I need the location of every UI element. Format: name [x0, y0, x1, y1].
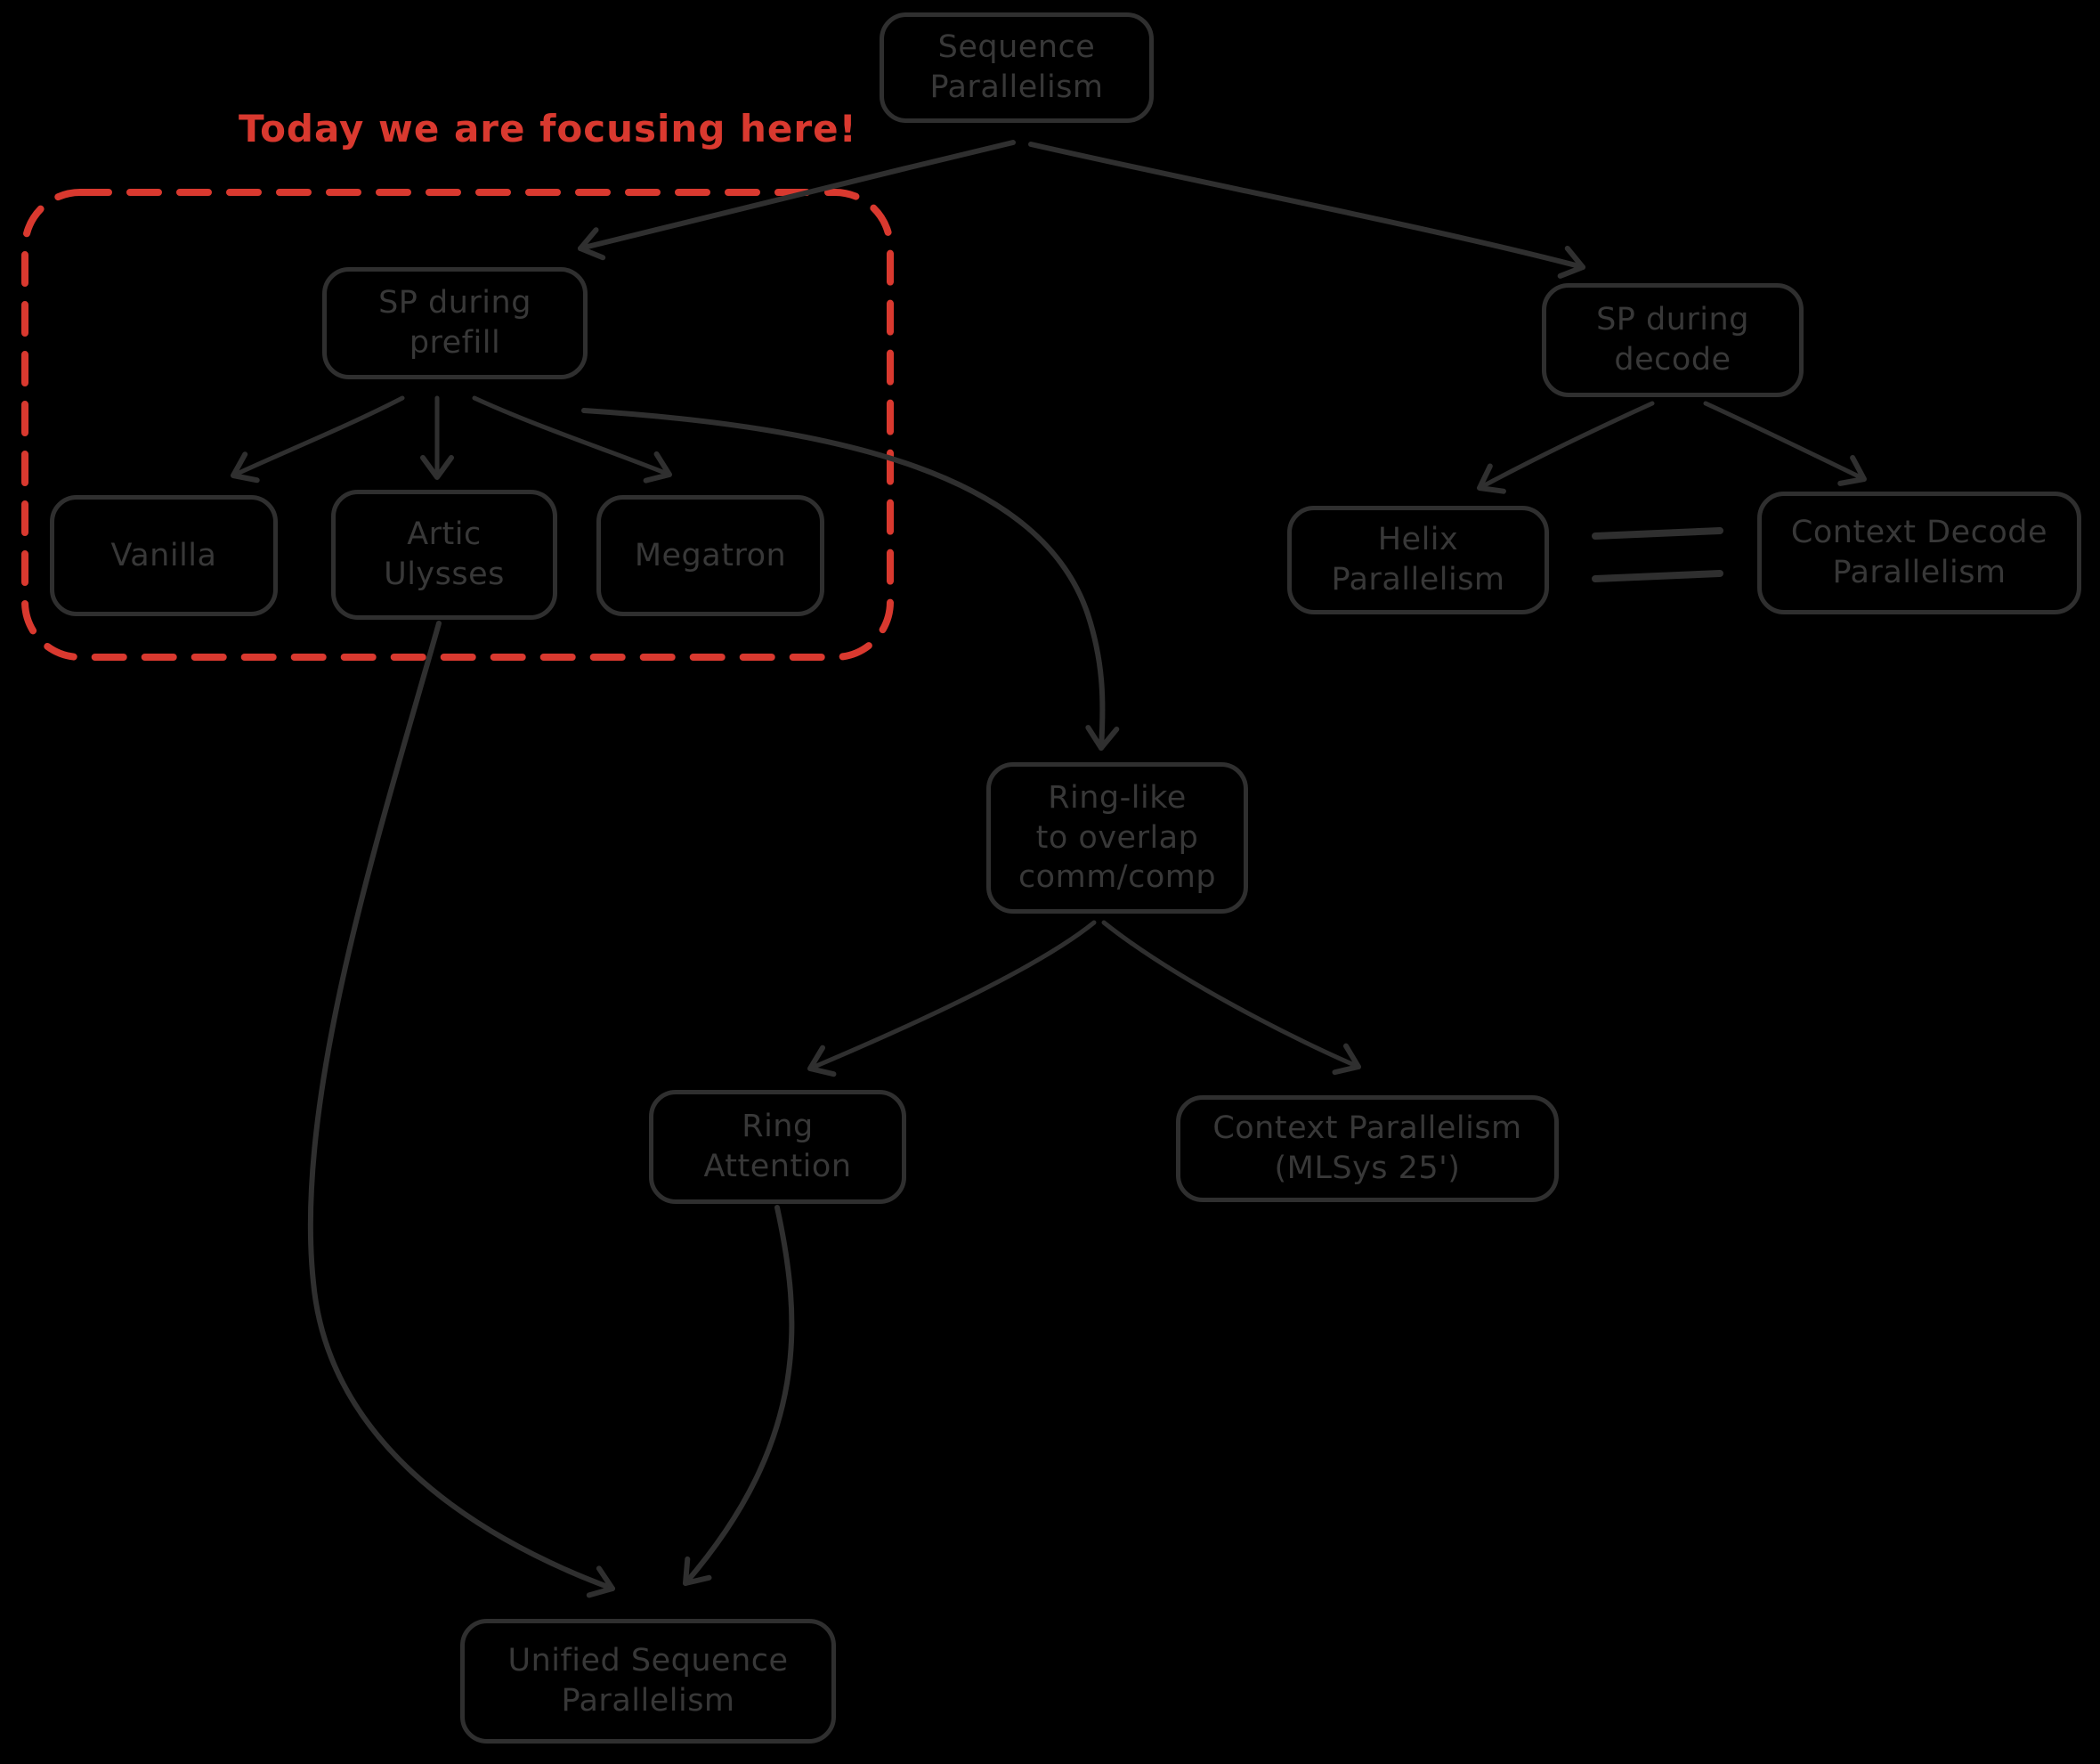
arrow-seqpar-to-decode[interactable] [1028, 142, 1585, 279]
node-label: Sequence Parallelism [929, 29, 1104, 105]
arrow-seqpar-to-prefill[interactable] [578, 140, 1016, 261]
arrow-artic-to-unified[interactable] [307, 621, 615, 1598]
arrow-ringlike-to-contextparallelism[interactable] [1101, 920, 1361, 1076]
node-helix-parallelism[interactable]: Helix Parallelism [1287, 506, 1549, 614]
node-label: Context Parallelism (MLSys 25') [1212, 1110, 1522, 1186]
node-label: Artic Ulysses [384, 516, 505, 592]
arrow-decode-to-contextdecode[interactable] [1703, 401, 1867, 486]
node-sp-during-decode[interactable]: SP during decode [1542, 283, 1804, 397]
node-unified-sequence-parallelism[interactable]: Unified Sequence Parallelism [460, 1619, 836, 1744]
node-sequence-parallelism[interactable]: Sequence Parallelism [880, 12, 1154, 123]
node-ring-attention[interactable]: Ring Attention [649, 1090, 906, 1204]
arrow-ringattention-to-unified[interactable] [683, 1205, 795, 1586]
node-ring-like-overlap[interactable]: Ring-like to overlap comm/comp [986, 762, 1248, 914]
node-context-decode-parallelism[interactable]: Context Decode Parallelism [1757, 492, 2081, 614]
node-label: Context Decode Parallelism [1790, 515, 2048, 590]
node-label: Megatron [634, 537, 787, 573]
equals-sign-top-line[interactable] [1592, 527, 1723, 540]
arrow-ringlike-to-ringattention[interactable] [807, 920, 1097, 1077]
node-context-parallelism-mlsys[interactable]: Context Parallelism (MLSys 25') [1176, 1095, 1559, 1202]
arrow-prefill-to-vanilla[interactable] [231, 395, 405, 484]
node-label: SP during prefill [378, 285, 531, 361]
node-label: Vanilla [110, 537, 217, 573]
arrow-prefill-to-ringlike[interactable] [581, 408, 1120, 751]
node-label: Helix Parallelism [1331, 522, 1505, 597]
equals-sign-bottom-line[interactable] [1592, 570, 1723, 582]
node-label: SP during decode [1596, 302, 1749, 378]
node-label: Ring-like to overlap comm/comp [1018, 779, 1217, 896]
arrow-decode-to-helix[interactable] [1477, 401, 1655, 494]
focus-highlight-box[interactable] [21, 189, 894, 661]
node-label: Ring Attention [703, 1109, 852, 1184]
node-artic-ulysses[interactable]: Artic Ulysses [331, 490, 557, 620]
node-vanilla[interactable]: Vanilla [50, 495, 278, 616]
node-label: Unified Sequence Parallelism [507, 1643, 789, 1719]
node-megatron[interactable]: Megatron [596, 495, 824, 616]
focus-annotation: Today we are focusing here! [239, 107, 857, 150]
node-sp-during-prefill[interactable]: SP during prefill [322, 267, 588, 379]
arrow-prefill-to-megatron[interactable] [472, 395, 672, 484]
